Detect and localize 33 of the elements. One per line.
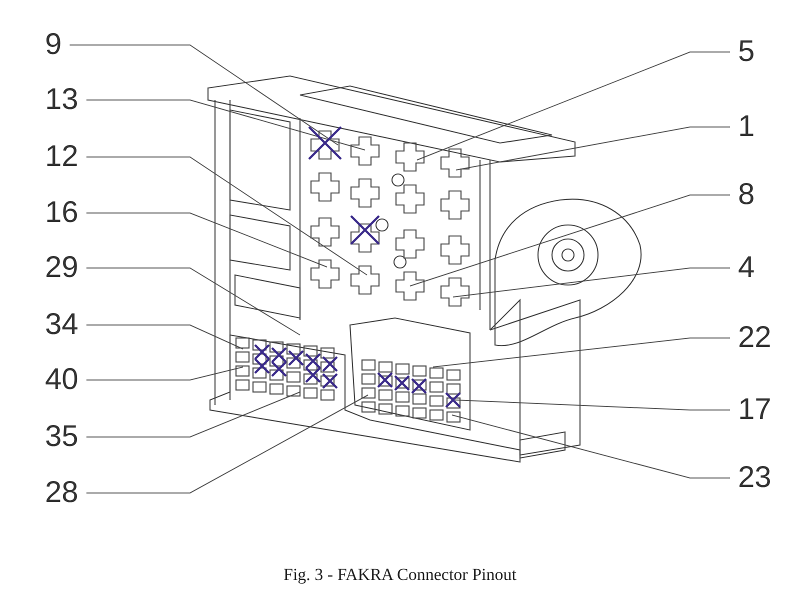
leader-line xyxy=(86,212,328,268)
callout-number: 35 xyxy=(45,420,78,454)
callout-number: 8 xyxy=(738,178,755,212)
leader-line xyxy=(86,392,300,438)
callout-number: 12 xyxy=(45,140,78,174)
callout-number: 29 xyxy=(45,251,78,285)
leader-line xyxy=(69,44,338,146)
callout-number: 28 xyxy=(45,476,78,510)
callout-number: 1 xyxy=(738,110,755,144)
leader-line xyxy=(86,394,368,494)
callout-number: 40 xyxy=(45,363,78,397)
leader-line xyxy=(456,126,730,170)
callout-number: 22 xyxy=(738,321,772,355)
callout-number: 23 xyxy=(738,461,772,495)
callout-number: 34 xyxy=(45,308,78,342)
leader-line xyxy=(452,414,730,478)
callout-number: 17 xyxy=(738,393,772,427)
callout-number: 9 xyxy=(45,28,62,62)
leader-line xyxy=(86,324,244,350)
leader-line xyxy=(452,268,730,298)
leader-line xyxy=(432,338,730,368)
leader-line xyxy=(454,400,730,410)
callout-number: 4 xyxy=(738,251,755,285)
leader-line xyxy=(86,366,244,380)
figure-caption: Fig. 3 - FAKRA Connector Pinout xyxy=(284,565,516,585)
callout-number: 5 xyxy=(738,35,755,69)
leader-line xyxy=(86,100,366,150)
leader-line xyxy=(416,52,730,160)
callout-number: 13 xyxy=(45,83,78,117)
leader-line xyxy=(86,156,368,276)
callout-number: 16 xyxy=(45,196,78,230)
leader-line xyxy=(410,194,730,286)
leader-line xyxy=(86,268,300,336)
